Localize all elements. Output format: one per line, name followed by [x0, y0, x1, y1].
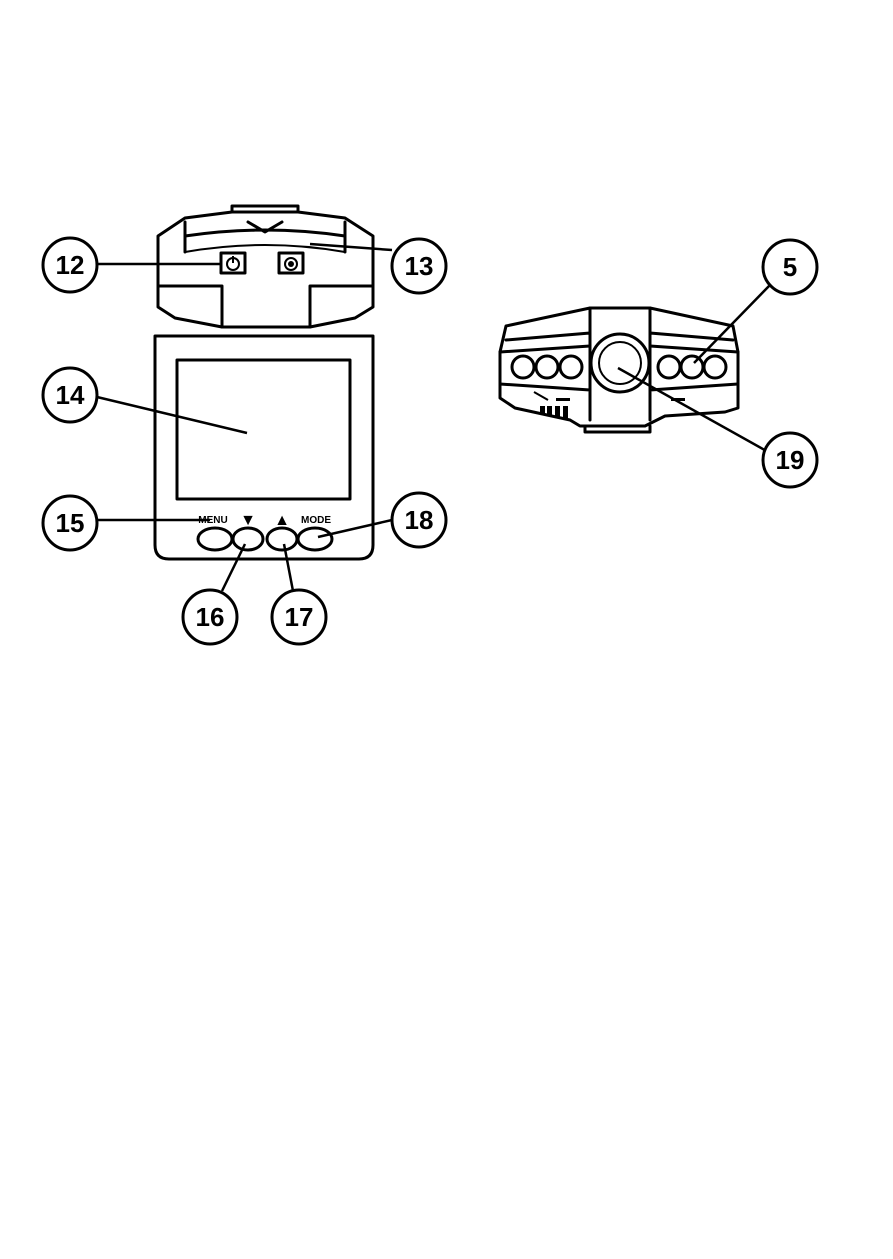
- callout-19: 19: [763, 433, 817, 487]
- callout-17: 17: [272, 590, 326, 644]
- mode-button: [298, 528, 332, 550]
- svg-text:18: 18: [405, 505, 434, 535]
- ir-led-right-1: [658, 356, 680, 378]
- ir-led-left-2: [536, 356, 558, 378]
- svg-text:17: 17: [285, 602, 314, 632]
- svg-text:12: 12: [56, 250, 85, 280]
- callout-5: 5: [763, 240, 817, 294]
- ir-led-right-2: [681, 356, 703, 378]
- callout-13: 13: [392, 239, 446, 293]
- callout-15: 15: [43, 496, 97, 550]
- callout-14: 14: [43, 368, 97, 422]
- down-button: [233, 528, 263, 550]
- svg-text:15: 15: [56, 508, 85, 538]
- menu-button: [198, 528, 232, 550]
- up-arrow-icon: ▲: [274, 512, 290, 529]
- lcd-screen: [177, 360, 350, 499]
- camera-lens-view: [500, 308, 738, 432]
- ir-led-left-1: [512, 356, 534, 378]
- callout-18: 18: [392, 493, 446, 547]
- camera-front-view: MENU ▼ ▲ MODE: [155, 206, 373, 559]
- svg-text:19: 19: [776, 445, 805, 475]
- svg-text:13: 13: [405, 251, 434, 281]
- callout-16: 16: [183, 590, 237, 644]
- down-arrow-icon: ▼: [240, 512, 256, 529]
- indicator-mark-left: [556, 398, 570, 401]
- svg-text:16: 16: [196, 602, 225, 632]
- ir-led-left-3: [560, 356, 582, 378]
- top-housing: [158, 206, 373, 327]
- svg-text:5: 5: [783, 252, 797, 282]
- callout-12: 12: [43, 238, 97, 292]
- svg-text:14: 14: [56, 380, 85, 410]
- up-button: [267, 528, 297, 550]
- mode-button-label: MODE: [301, 515, 331, 526]
- ir-led-right-3: [704, 356, 726, 378]
